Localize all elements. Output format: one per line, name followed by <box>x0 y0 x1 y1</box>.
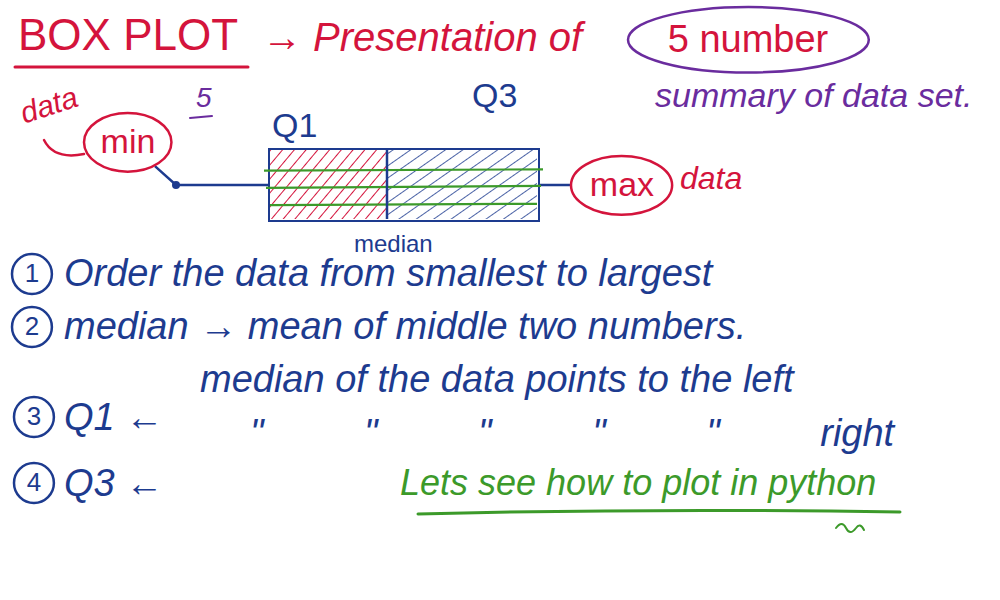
node-text: 2 <box>25 312 39 342</box>
outline-ellipse <box>14 463 54 503</box>
step-number: 1 <box>10 252 54 296</box>
text-slot: Q3 <box>472 76 517 115</box>
green-stroke <box>264 169 543 170</box>
title-slot: BOX PLOT <box>18 10 238 61</box>
median-label: median <box>354 230 433 258</box>
node-text: 1 <box>25 259 39 289</box>
label-slot: data <box>16 80 82 131</box>
label-slot: median of the data points to the left <box>200 358 794 402</box>
outline-ellipse <box>571 156 672 215</box>
node-text: 4 <box>27 468 41 498</box>
node-text: max <box>590 165 654 204</box>
circled-term: min <box>82 111 173 174</box>
note-underline <box>418 510 900 514</box>
whisker-line <box>156 167 268 185</box>
step-number: 2 <box>10 305 54 349</box>
green-stroke <box>270 204 537 205</box>
heading-text: → Presentation of <box>262 14 582 60</box>
quartile-label: Q1 <box>272 106 317 145</box>
box-hatching <box>270 150 537 219</box>
outline-ellipse <box>12 307 52 347</box>
label-slot: Lets see how to plot in python <box>400 462 876 503</box>
leader-line <box>44 140 84 155</box>
label-slot: 5 <box>196 82 212 114</box>
heading-text: summary of data set. <box>655 76 985 115</box>
step-number: 4 <box>12 461 56 505</box>
label-slot: summary of data set. <box>655 76 985 115</box>
pen-stroke <box>190 116 212 118</box>
title-underline <box>15 66 248 69</box>
outline-ellipse <box>14 397 54 437</box>
pen-scribble <box>836 524 864 532</box>
step-text: median of the data points to the left <box>200 358 794 402</box>
step-text: Q3 ← <box>64 462 163 506</box>
note-text: Lets see how to plot in python <box>400 462 876 503</box>
step-text: median → mean of middle two numbers. <box>64 305 746 349</box>
text-slot: Q1 <box>272 106 317 145</box>
label-slot: " " " " " right <box>250 412 894 456</box>
label-slot: Q3 ← <box>64 462 163 506</box>
outline-ellipse <box>628 7 869 73</box>
circled-term: max <box>569 154 674 217</box>
step-text: Q1 ← <box>64 396 163 440</box>
note-text: data <box>16 80 82 131</box>
text-slot: median <box>354 230 433 258</box>
hatch-region <box>387 150 537 219</box>
node-text: 3 <box>27 402 41 432</box>
label-slot: median → mean of middle two numbers. <box>64 305 746 349</box>
step-number: 3 <box>12 395 56 439</box>
label-slot: Order the data from smallest to largest <box>64 252 712 296</box>
green-stroke <box>266 186 541 188</box>
box-plot-box: Q1Q3median <box>268 148 540 222</box>
note-text: data <box>680 160 742 197</box>
node-text: min <box>101 122 156 161</box>
median-line <box>386 150 389 219</box>
hatch-region <box>270 150 387 219</box>
whisker-line <box>540 184 569 185</box>
circled-term: 5 number <box>626 5 871 75</box>
label-slot: → Presentation of <box>262 14 582 60</box>
outline-ellipse <box>12 254 52 294</box>
step-text: Order the data from smallest to largest <box>64 252 712 296</box>
quartile-label: Q3 <box>472 76 517 115</box>
title-text: BOX PLOT <box>18 10 238 61</box>
outline-ellipse <box>84 113 171 172</box>
note-number: 5 <box>196 82 212 114</box>
node-text: 5 number <box>668 18 829 62</box>
label-slot: data <box>680 160 742 197</box>
ditto-text: " " " " " right <box>250 412 894 456</box>
label-slot: Q1 ← <box>64 396 163 440</box>
